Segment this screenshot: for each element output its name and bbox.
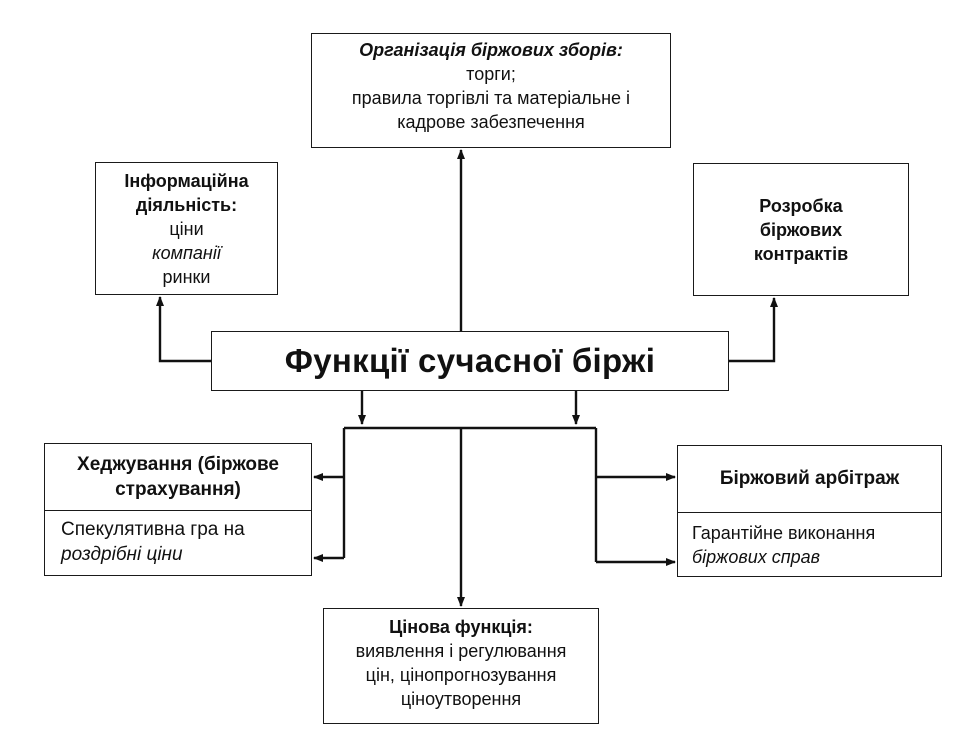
information-title: діяльність:: [135, 195, 238, 215]
hedging-title: Хеджування (біржове: [77, 454, 279, 475]
hedging-title: страхування): [115, 479, 241, 500]
organization-line: кадрове забезпечення: [397, 112, 585, 132]
price-function-line: виявлення і регулювання: [355, 641, 567, 661]
contracts-box: Розробка біржових контрактів: [693, 163, 909, 296]
organization-box: Організація біржових зборів: торги; прав…: [311, 33, 671, 148]
information-item: компанії: [152, 243, 221, 263]
contracts-text: контрактів: [753, 243, 849, 264]
arrow-to-information: [156, 296, 211, 363]
price-function-line: цін, цінопрогнозування: [365, 665, 557, 685]
information-box: Інформаційна діяльність: ціни компанії р…: [95, 162, 278, 295]
organization-line: правила торгівлі та матеріальне і: [351, 88, 631, 108]
contracts-text: біржових: [759, 219, 843, 240]
arbitrage-header: Біржовий арбітраж: [678, 446, 941, 513]
arbitrage-box: Біржовий арбітраж Гарантійне виконання б…: [677, 445, 942, 577]
price-function-box: Цінова функція: виявлення і регулювання …: [323, 608, 599, 724]
arbitrage-text: біржових справ: [692, 547, 821, 567]
hedging-text: роздрібні ціни: [61, 544, 183, 565]
arbitrage-title: Біржовий арбітраж: [719, 468, 900, 489]
main-title: Функції сучасної біржі: [284, 342, 656, 379]
contracts-text: Розробка: [759, 195, 843, 216]
hedging-header: Хеджування (біржове страхування): [45, 444, 311, 511]
hedging-text: Спекулятивна гра на: [61, 519, 245, 540]
arrow-to-contracts: [729, 297, 778, 363]
hedging-body: Спекулятивна гра на роздрібні ціни: [45, 511, 311, 567]
price-function-line: ціноутворення: [400, 689, 522, 709]
information-title: Інформаційна: [124, 171, 249, 191]
price-function-title: Цінова функція:: [389, 617, 533, 637]
information-item: ринки: [162, 267, 211, 287]
organization-title: Організація біржових зборів:: [359, 40, 623, 60]
arbitrage-text: Гарантійне виконання: [692, 523, 876, 543]
hedging-box: Хеджування (біржове страхування) Спекуля…: [44, 443, 312, 576]
organization-line: торги;: [466, 64, 516, 84]
main-functions-box: Функції сучасної біржі: [211, 331, 729, 391]
information-item: ціни: [169, 219, 204, 239]
arbitrage-body: Гарантійне виконання біржових справ: [678, 513, 941, 569]
